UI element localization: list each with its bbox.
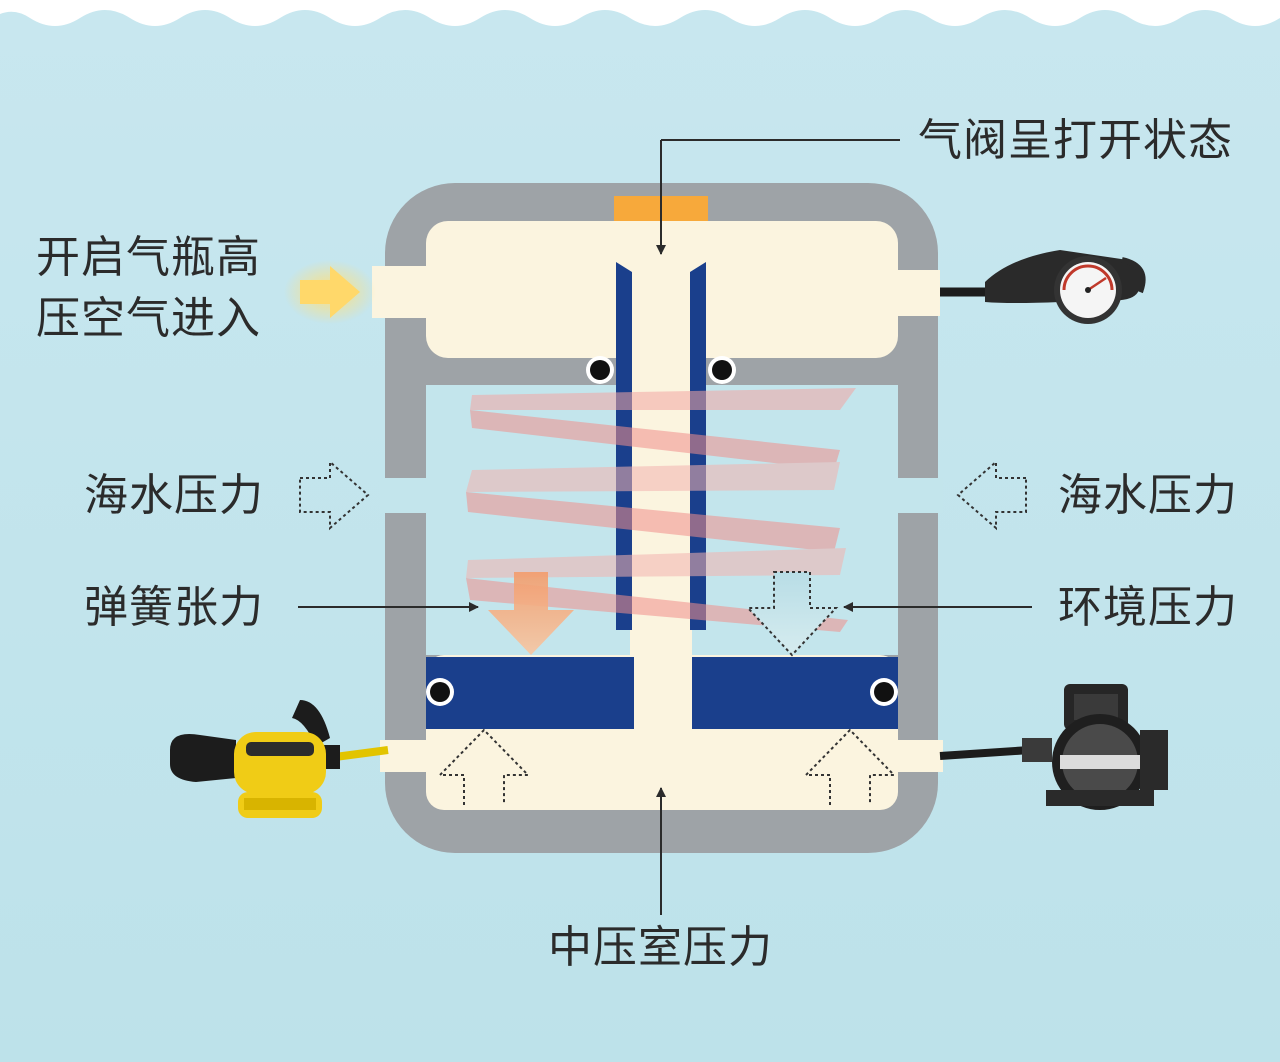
- inlet-arrow: [300, 266, 360, 318]
- label-valve-open: 气阀呈打开状态: [918, 115, 1233, 166]
- stem-wall-left: [616, 262, 632, 630]
- o-ring: [430, 682, 450, 702]
- first-stage-regulator-icon: [939, 684, 1168, 810]
- inlet-port: [372, 266, 432, 318]
- piston-right: [692, 657, 898, 729]
- lp-port-left: [380, 740, 430, 772]
- o-ring: [712, 360, 732, 380]
- lp-port-right: [893, 740, 943, 772]
- spring-tension-arrow: [488, 572, 574, 655]
- pressure-gauge-icon: [940, 250, 1146, 324]
- label-inlet-line1: 开启气瓶高: [36, 232, 261, 283]
- seawater-arrow-right: [956, 459, 1027, 531]
- o-ring: [874, 682, 894, 702]
- label-spring-tension: 弹簧张力: [84, 582, 264, 633]
- seawater-port-left: [380, 478, 430, 513]
- label-ambient-pressure: 环境压力: [1058, 582, 1238, 633]
- label-inlet-line2: 压空气进入: [36, 293, 261, 344]
- label-seawater-pressure-right: 海水压力: [1058, 470, 1238, 521]
- intermediate-pressure-arrow-right: [803, 728, 897, 805]
- ambient-pressure-arrow: [745, 571, 839, 657]
- water-surface: [0, 0, 1280, 26]
- octopus-second-stage-icon: [170, 700, 389, 818]
- spring: [466, 388, 856, 632]
- label-intermediate-chamber-pressure: 中压室压力: [548, 922, 773, 973]
- label-seawater-pressure-left: 海水压力: [84, 470, 264, 521]
- piston-left: [426, 657, 634, 729]
- gauge-port: [892, 270, 940, 316]
- seawater-arrow-left: [299, 459, 370, 531]
- seawater-port-right: [893, 478, 943, 513]
- intermediate-pressure-arrow-left: [437, 728, 531, 805]
- o-ring: [590, 360, 610, 380]
